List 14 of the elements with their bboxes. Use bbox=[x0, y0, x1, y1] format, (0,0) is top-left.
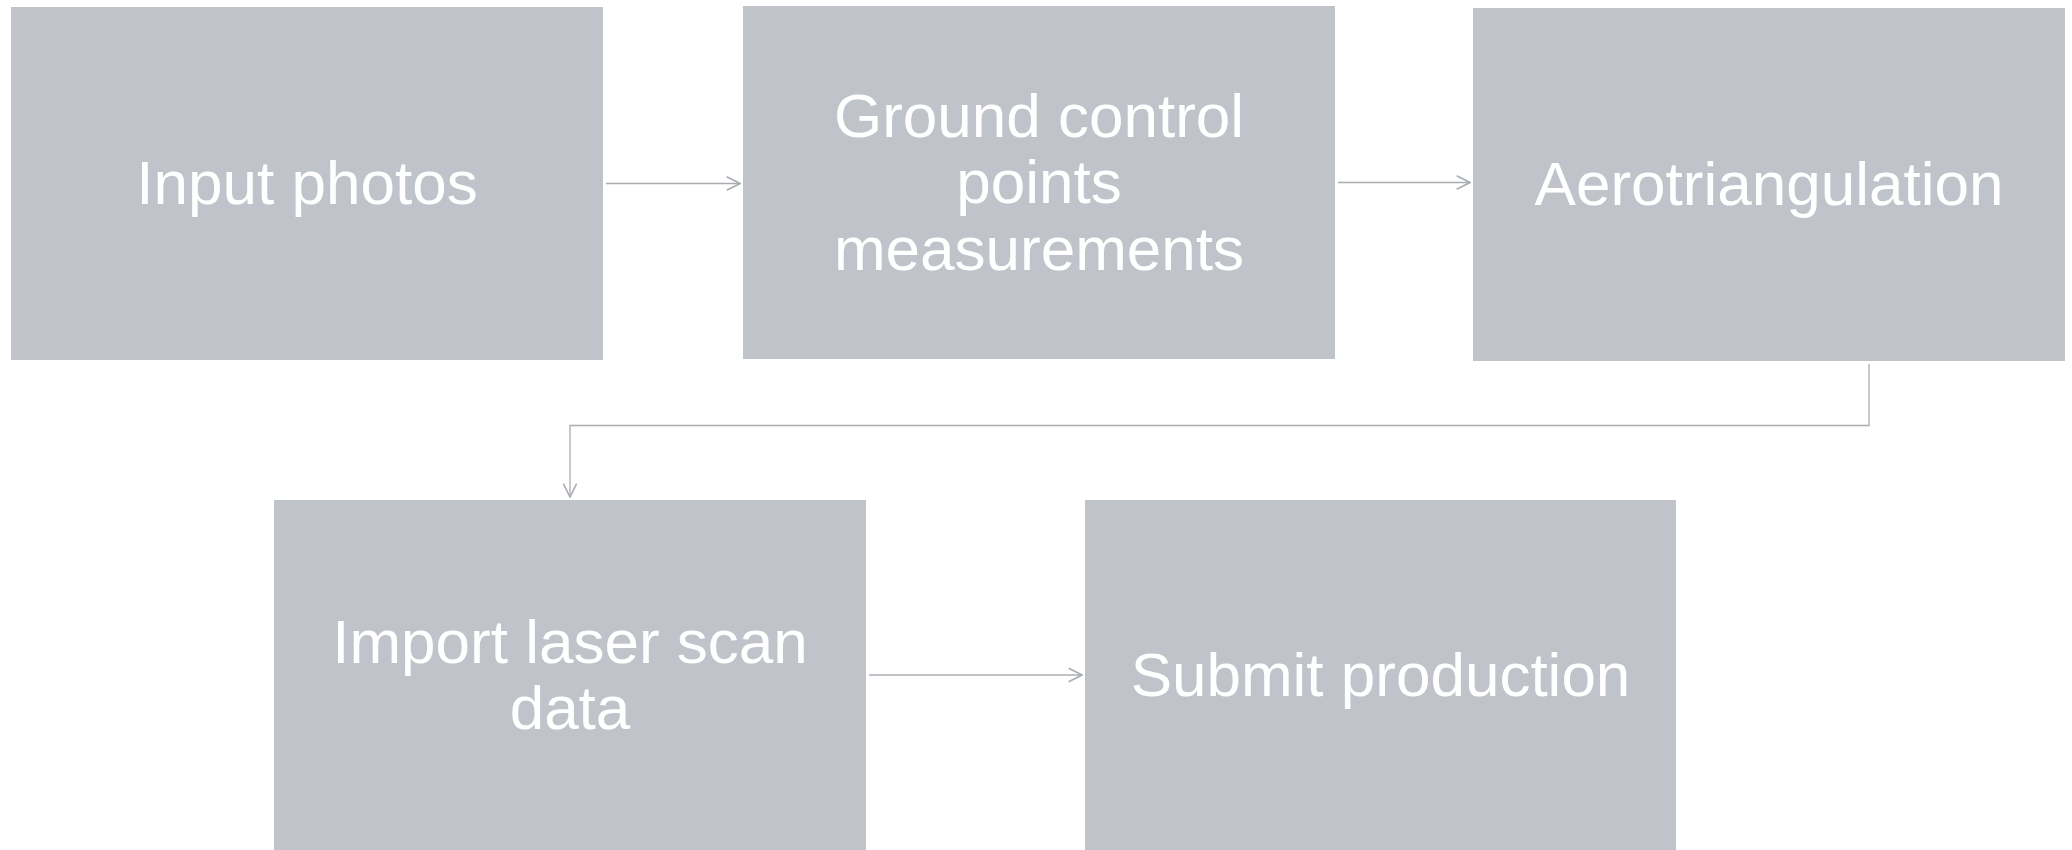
arrow bbox=[1337, 175, 1471, 190]
box-label: Input photos bbox=[136, 150, 478, 217]
process-box bbox=[1085, 500, 1676, 850]
process-box bbox=[1473, 8, 2065, 361]
arrow bbox=[562, 363, 1870, 498]
box-label: Import laser scan data bbox=[331, 608, 809, 742]
process-box bbox=[11, 7, 603, 360]
box-label: Aerotriangulation bbox=[1534, 151, 2004, 218]
arrow bbox=[868, 667, 1083, 683]
process-box bbox=[274, 500, 866, 850]
box-label: Submit production bbox=[1130, 641, 1631, 709]
box-label: Ground control points measurements bbox=[832, 83, 1246, 282]
arrow bbox=[605, 176, 741, 191]
process-box bbox=[743, 6, 1335, 359]
